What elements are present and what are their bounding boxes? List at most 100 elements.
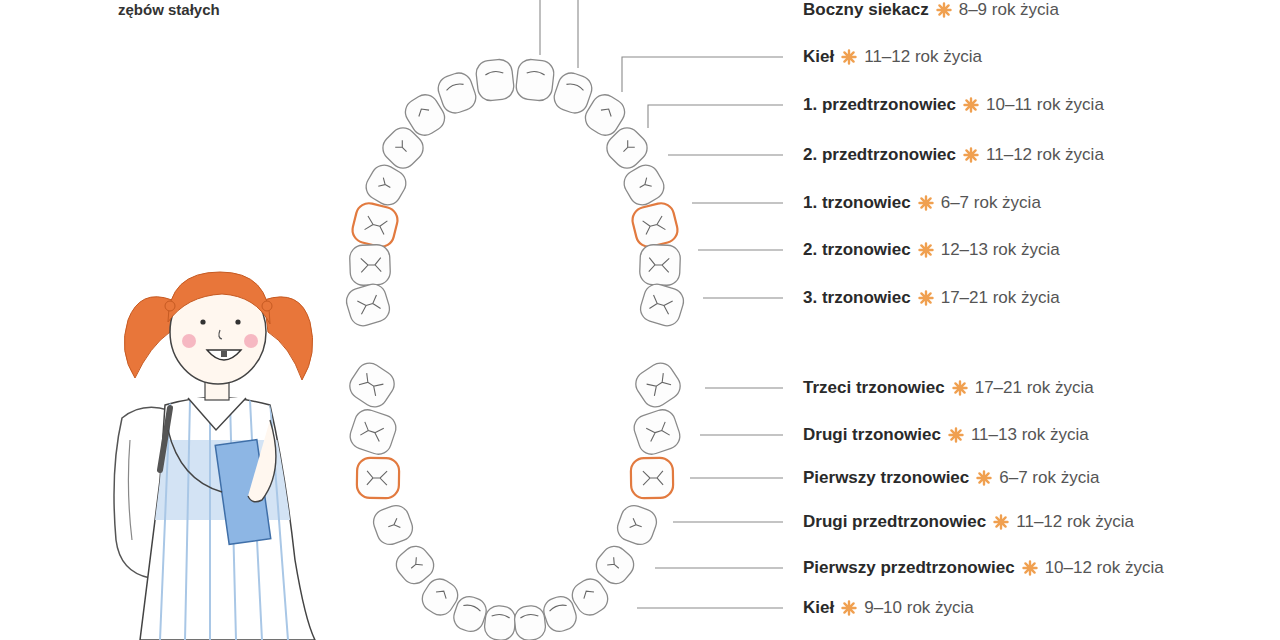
tooth-label-row: Kieł11–12 rok życia [803, 46, 982, 68]
tooth-label-row: 1. przedtrzonowiec10–11 rok życia [803, 94, 1104, 116]
tooth-fissure [520, 614, 538, 618]
arm [168, 430, 222, 492]
tooth-outline [347, 406, 400, 457]
tooth [631, 406, 684, 457]
asterisk-icon [841, 49, 857, 65]
tooth-label-row: 2. przedtrzonowiec 11–12 rok życia [803, 144, 1104, 166]
eruption-age: 11–12 rok życia [1016, 512, 1134, 532]
tooth [450, 593, 489, 635]
arm [248, 420, 276, 502]
cheek [182, 334, 196, 348]
tooth-fissure [395, 140, 410, 155]
tooth-fissure [643, 471, 663, 485]
backpack-seam [128, 440, 132, 540]
tooth-outline [450, 593, 489, 635]
tooth-fissure [601, 106, 614, 117]
leader-line [700, 434, 783, 435]
tooth [513, 605, 546, 640]
tooth-outline [483, 605, 516, 640]
tooth-fissure [581, 588, 594, 599]
asterisk-spokes [953, 382, 966, 395]
tooth-label-row: 1. trzonowiec6–7 rok życia [803, 192, 1041, 214]
eruption-age: 11–13 rok życia [971, 425, 1089, 445]
tooth-outline [370, 502, 416, 548]
tooth-name: Boczny siekacz [803, 0, 929, 20]
asterisk-spokes [1023, 562, 1036, 575]
tooth-fissure [446, 82, 464, 90]
asterisk-icon [1022, 560, 1038, 576]
leader-line [655, 567, 783, 568]
eruption-age: 6–7 rok życia [999, 468, 1099, 488]
tooth-label-row: 2. trzonowiec12–13 rok życia [803, 239, 1060, 261]
dress-pattern [140, 400, 320, 640]
asterisk-spokes [919, 292, 932, 305]
tooth-name: 2. przedtrzonowiec [803, 145, 956, 165]
tooth-fissure [492, 614, 510, 618]
leader-line [703, 297, 783, 298]
tooth-outline [630, 201, 680, 250]
tooth-label-row: Drugi przedtrzonowiec11–12 rok życia [803, 511, 1134, 533]
tooth [630, 201, 680, 250]
tooth-label-row: Drugi trzonowiec11–13 rok życia [803, 424, 1089, 446]
tooth-fissure [359, 373, 383, 396]
tooth-outline [631, 458, 674, 499]
tooth-label-row: Pierwszy przedtrzonowiec10–12 rok życia [803, 557, 1164, 579]
asterisk-spokes [949, 429, 962, 442]
mouth [207, 350, 241, 360]
tooth-fissure [360, 422, 383, 442]
tooth-outline [475, 58, 515, 102]
tooth [347, 406, 400, 457]
dress-stripes [160, 400, 288, 640]
tooth [483, 605, 516, 640]
asterisk-spokes [919, 244, 932, 257]
dental-arch [343, 58, 686, 640]
tooth-outline [637, 281, 686, 329]
tooth-outline [513, 605, 546, 640]
asterisk-icon [963, 97, 979, 113]
eruption-age: 11–12 rok życia [864, 47, 982, 67]
eruption-age: 8–9 rok życia [959, 0, 1059, 20]
girl-illustration [114, 272, 320, 640]
eye [200, 319, 205, 324]
leader-line [690, 477, 783, 478]
tooth-outline [631, 406, 684, 457]
tooth-fissure [646, 422, 669, 442]
tooth-fissure [485, 71, 503, 75]
leader-line [539, 0, 540, 55]
eruption-age: 11–12 rok życia [986, 145, 1104, 165]
tooth-fissure [416, 106, 429, 117]
asterisk-spokes [843, 602, 856, 615]
asterisk-spokes [965, 149, 978, 162]
leader-lines [540, 0, 783, 608]
tooth-name: 3. trzonowiec [803, 288, 911, 308]
tooth-fissure [566, 82, 584, 90]
tooth-name: 1. trzonowiec [803, 193, 911, 213]
leader-line [668, 154, 783, 155]
leader-line [705, 387, 783, 388]
tooth-label-row: Boczny siekacz 8–9 rok życia [803, 0, 1059, 21]
tooth [637, 281, 686, 329]
tooth [475, 58, 515, 102]
asterisk-icon [963, 147, 979, 163]
tooth [540, 593, 579, 635]
tooth [350, 201, 400, 250]
tooth-outline [614, 502, 660, 548]
tooth-fissure [436, 588, 449, 599]
tooth-fissure [647, 373, 671, 396]
tooth-fissure [408, 557, 423, 572]
tooth-outline [343, 281, 392, 329]
tooth [614, 502, 660, 548]
asterisk-icon [993, 514, 1009, 530]
leader-line [692, 202, 783, 203]
leader-line [673, 521, 783, 522]
eruption-age: 12–13 rok życia [941, 240, 1060, 260]
tooth [515, 58, 555, 102]
tooth-outline [350, 201, 400, 250]
tooth [345, 358, 399, 412]
leader-line [622, 57, 783, 92]
tooth-name: Kieł [803, 598, 834, 618]
asterisk-icon [841, 600, 857, 616]
leader-line [577, 0, 578, 68]
leader-line [637, 607, 783, 608]
tooth-fissure [463, 603, 481, 611]
